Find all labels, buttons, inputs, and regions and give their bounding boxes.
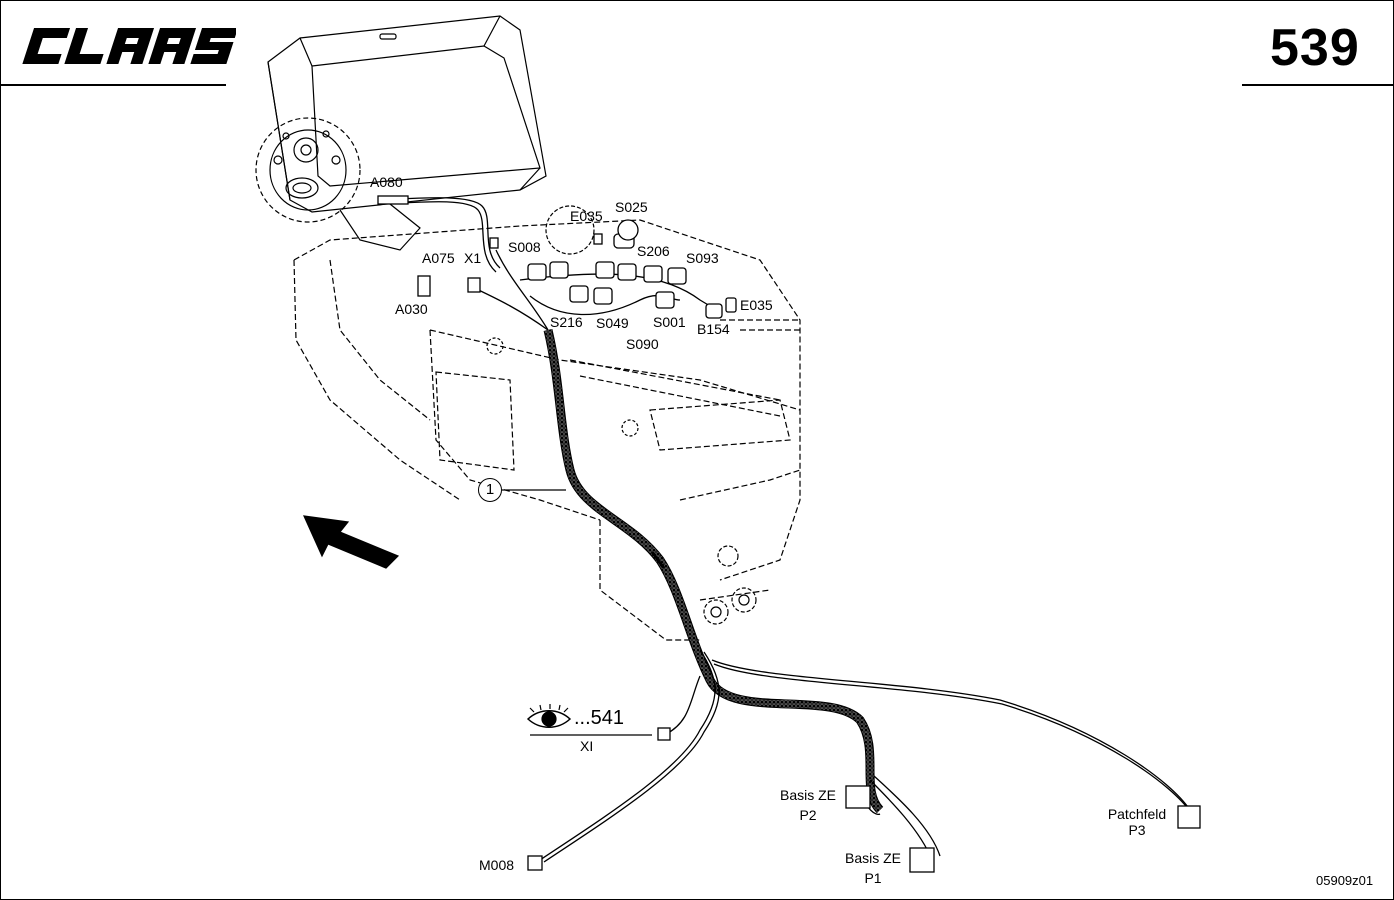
connector-p1: [909, 847, 935, 873]
branch-wires: [539, 649, 1193, 863]
connector-p3: [1177, 805, 1201, 829]
label-xi: XI: [580, 738, 594, 754]
display-terminal: [267, 15, 547, 213]
label-a075: A075: [422, 250, 455, 266]
main-harness: [543, 328, 884, 814]
label-b154: B154: [697, 321, 730, 337]
connector-xi: [657, 727, 671, 741]
label-s008: S008: [508, 239, 541, 255]
label-s206: S206: [637, 243, 670, 259]
label-e035-top: E035: [570, 208, 603, 224]
armrest-console: [293, 219, 801, 641]
header-rule-left: [0, 84, 226, 86]
header-rule-right: [1242, 84, 1394, 86]
label-patchfeld-line1: Patchfeld: [1107, 806, 1167, 822]
label-m008: M008: [479, 857, 515, 873]
cross-ref-page: ...541: [574, 707, 625, 729]
page-number: 539: [1270, 19, 1360, 77]
label-s049: S049: [596, 315, 629, 331]
label-patchfeld-p3: Patchfeld P3: [1104, 806, 1170, 838]
label-s090: S090: [626, 336, 659, 352]
label-e035-right: E035: [740, 297, 773, 313]
direction-arrow-icon: [303, 515, 400, 569]
callout-1: 1: [478, 478, 502, 502]
label-basis-ze-p2-line2: P2: [799, 807, 817, 823]
label-basis-ze-p1-line2: P1: [864, 870, 882, 886]
label-a030: A030: [395, 301, 428, 317]
label-s216: S216: [550, 314, 583, 330]
connector-p2: [845, 785, 871, 809]
claas-logo-graphic: [22, 28, 239, 64]
end-connectors: [527, 727, 1201, 873]
drawing-reference: 05909z01: [1316, 873, 1374, 888]
label-basis-ze-p2: Basis ZE P2: [776, 787, 840, 823]
label-a080: A080: [370, 174, 403, 190]
connector-m008: [527, 855, 543, 871]
label-basis-ze-p2-line1: Basis ZE: [779, 787, 836, 803]
switch-connectors: [377, 195, 737, 319]
cross-ref-marker: [526, 704, 652, 736]
console-knobs: [486, 205, 757, 625]
label-s025: S025: [615, 199, 648, 215]
label-s001: S001: [653, 314, 686, 330]
label-x1: X1: [464, 250, 482, 266]
label-basis-ze-p1-line1: Basis ZE: [844, 850, 901, 866]
joystick: [255, 117, 421, 251]
label-basis-ze-p1: Basis ZE P1: [841, 850, 905, 886]
label-s093: S093: [686, 250, 719, 266]
label-patchfeld-line2: P3: [1128, 822, 1146, 838]
claas-logo: [14, 22, 239, 70]
